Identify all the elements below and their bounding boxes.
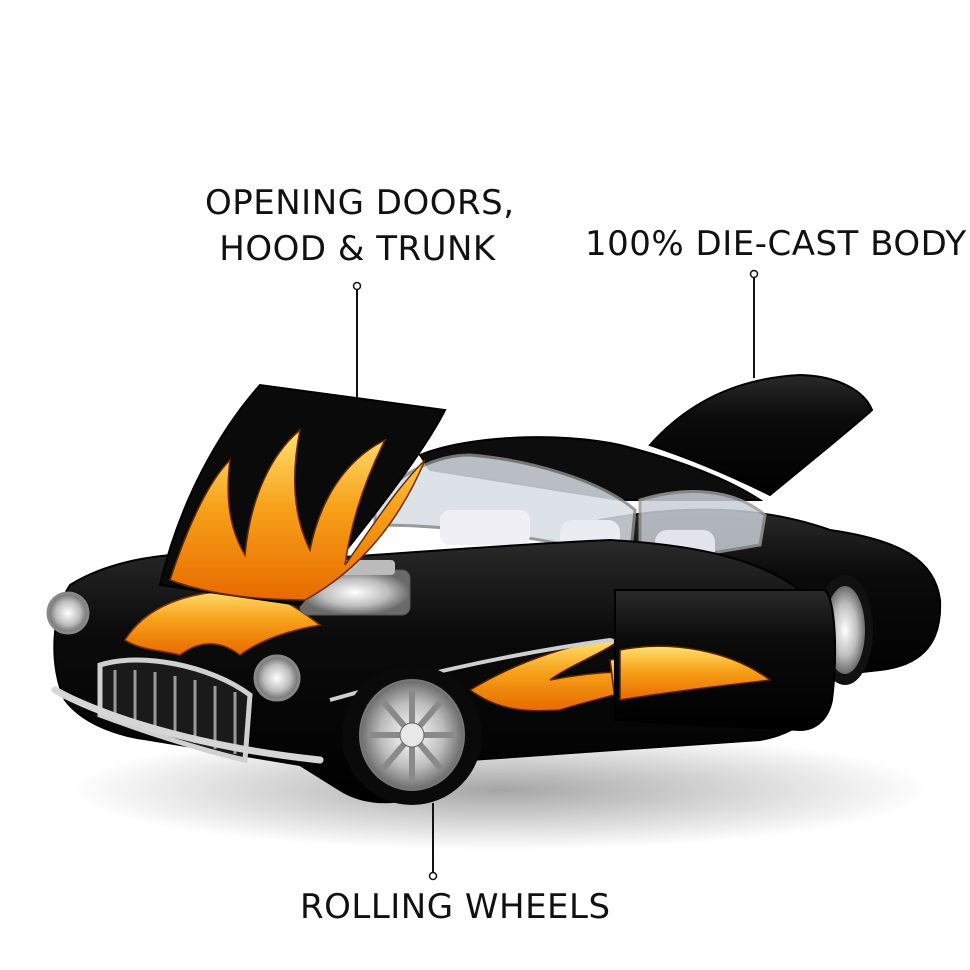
pointer-doors — [352, 281, 362, 402]
pointer-wheels — [428, 803, 438, 881]
trunk-lid — [648, 373, 874, 497]
callout-opening-doors-line1: OPENING DOORS, — [205, 183, 515, 223]
headlight-right — [253, 654, 301, 702]
callout-die-cast-body-text: 100% DIE-CAST BODY — [585, 224, 967, 264]
callout-opening-doors: OPENING DOORS, HOOD & TRUNK — [205, 180, 515, 272]
fender-flames — [123, 589, 322, 656]
front-wheel — [342, 665, 482, 805]
pointer-body — [749, 269, 759, 378]
front-bumper — [51, 686, 324, 764]
open-hood — [158, 383, 447, 607]
callout-die-cast-body: 100% DIE-CAST BODY — [585, 221, 967, 267]
roof — [418, 436, 764, 501]
headlight-left — [46, 591, 90, 635]
callout-rolling-wheels: ROLLING WHEELS — [300, 884, 611, 930]
callout-opening-doors-line2: HOOD & TRUNK — [219, 229, 496, 269]
callout-rolling-wheels-text: ROLLING WHEELS — [300, 887, 611, 927]
front-grille — [97, 657, 253, 764]
door-flames — [619, 645, 772, 701]
